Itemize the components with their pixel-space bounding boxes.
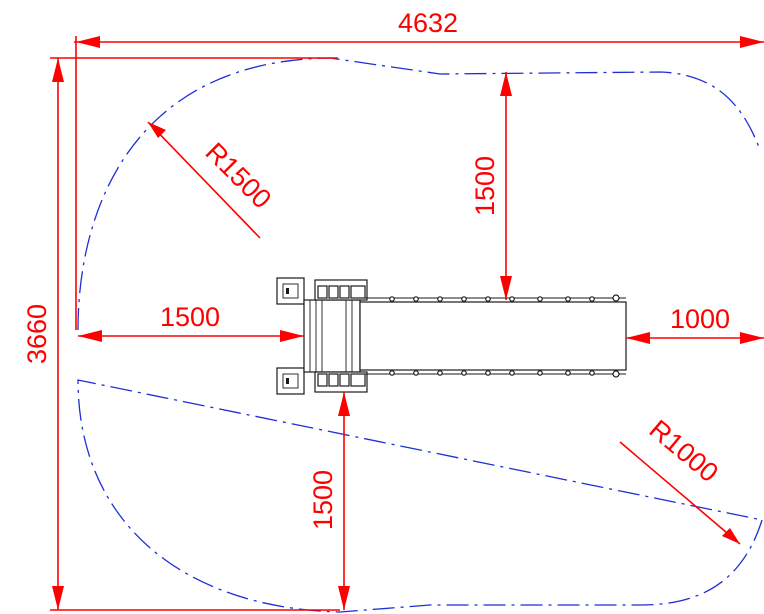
mount-bracket-bottom <box>276 367 305 395</box>
dim-overall-height: 3660 <box>22 57 340 611</box>
conveyor-belt <box>359 301 627 371</box>
dim-bottom-clearance: 1500 <box>308 392 350 610</box>
dim-left-clearance-label: 1500 <box>160 302 220 332</box>
dim-overall-width-label: 4632 <box>398 8 458 38</box>
drive-frame <box>303 299 361 373</box>
rollers-bottom <box>389 370 620 378</box>
mount-bracket-top <box>276 277 305 305</box>
dim-overall-height-label: 3660 <box>22 304 52 364</box>
dim-right-clearance-label: 1000 <box>670 304 730 334</box>
dim-top-clearance-label: 1500 <box>470 156 500 216</box>
rollers-top <box>389 294 620 302</box>
clearance-boundary <box>77 57 763 613</box>
dim-left-clearance: 1500 <box>78 302 304 342</box>
radius-r1000-label: R1000 <box>644 414 724 488</box>
radius-r1500-label: R1500 <box>200 137 277 214</box>
conveyor-equipment <box>276 277 627 395</box>
radius-leader-r1500: R1500 <box>147 121 277 239</box>
dim-overall-width: 4632 <box>74 8 764 330</box>
dim-top-clearance: 1500 <box>470 72 512 300</box>
dim-right-clearance: 1000 <box>626 304 764 344</box>
dim-bottom-clearance-label: 1500 <box>308 470 338 530</box>
radius-leader-r1000: R1000 <box>619 414 741 545</box>
